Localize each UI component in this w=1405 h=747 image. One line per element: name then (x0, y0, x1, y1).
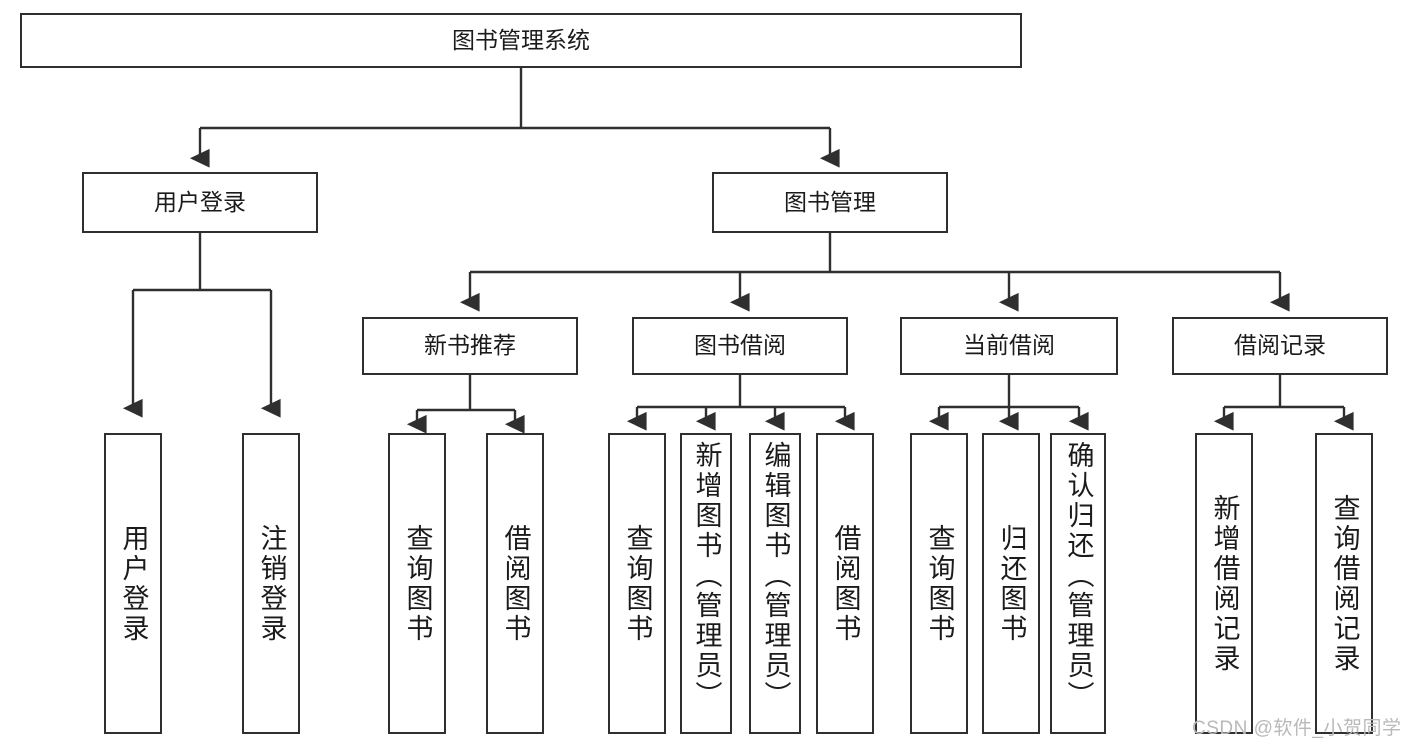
leaf-query-book-3[interactable]: 查询图书 (910, 433, 968, 734)
leaf-borrow-book-2-label: 借阅图书 (830, 523, 861, 644)
node-root[interactable]: 图书管理系统 (20, 13, 1022, 68)
leaf-borrow-book-1[interactable]: 借阅图书 (486, 433, 544, 734)
leaf-user-login-label: 用户登录 (118, 523, 149, 644)
leaf-query-book-1[interactable]: 查询图书 (388, 433, 446, 734)
leaf-confirm-return-label: 确认归还（管理员） (1063, 441, 1094, 711)
leaf-edit-book-label: 编辑图书（管理员） (760, 441, 791, 711)
leaf-borrow-book-1-label: 借阅图书 (500, 523, 531, 644)
leaf-query-book-1-label: 查询图书 (402, 523, 433, 644)
leaf-logout-login[interactable]: 注销登录 (242, 433, 300, 734)
node-book-management-label: 图书管理 (784, 188, 876, 215)
leaf-query-book-2-label: 查询图书 (622, 523, 653, 644)
leaf-user-login[interactable]: 用户登录 (104, 433, 162, 734)
node-book-borrow[interactable]: 图书借阅 (632, 317, 848, 375)
leaf-query-record-label: 查询借阅记录 (1329, 493, 1360, 674)
leaf-query-book-2[interactable]: 查询图书 (608, 433, 666, 734)
node-user-login[interactable]: 用户登录 (82, 172, 318, 233)
node-current-borrow[interactable]: 当前借阅 (900, 317, 1118, 375)
leaf-logout-login-label: 注销登录 (256, 523, 287, 644)
node-book-management[interactable]: 图书管理 (712, 172, 948, 233)
leaf-query-book-3-label: 查询图书 (924, 523, 955, 644)
leaf-return-book-label: 归还图书 (996, 523, 1027, 644)
node-borrow-record-label: 借阅记录 (1234, 332, 1326, 359)
leaf-edit-book[interactable]: 编辑图书（管理员） (749, 433, 801, 734)
leaf-add-record-label: 新增借阅记录 (1209, 493, 1240, 674)
leaf-add-book[interactable]: 新增图书（管理员） (680, 433, 732, 734)
node-root-label: 图书管理系统 (452, 26, 590, 53)
leaf-confirm-return[interactable]: 确认归还（管理员） (1050, 433, 1106, 734)
node-current-borrow-label: 当前借阅 (963, 332, 1055, 359)
leaf-borrow-book-2[interactable]: 借阅图书 (816, 433, 874, 734)
node-borrow-record[interactable]: 借阅记录 (1172, 317, 1388, 375)
watermark: CSDN @软件_小贺同学 (1192, 718, 1402, 739)
node-new-book-recommend[interactable]: 新书推荐 (362, 317, 578, 375)
leaf-add-record[interactable]: 新增借阅记录 (1195, 433, 1253, 734)
leaf-add-book-label: 新增图书（管理员） (691, 441, 722, 711)
node-user-login-label: 用户登录 (154, 188, 246, 215)
leaf-return-book[interactable]: 归还图书 (982, 433, 1040, 734)
node-book-borrow-label: 图书借阅 (694, 332, 786, 359)
node-new-book-recommend-label: 新书推荐 (424, 332, 516, 359)
leaf-query-record[interactable]: 查询借阅记录 (1315, 433, 1373, 734)
